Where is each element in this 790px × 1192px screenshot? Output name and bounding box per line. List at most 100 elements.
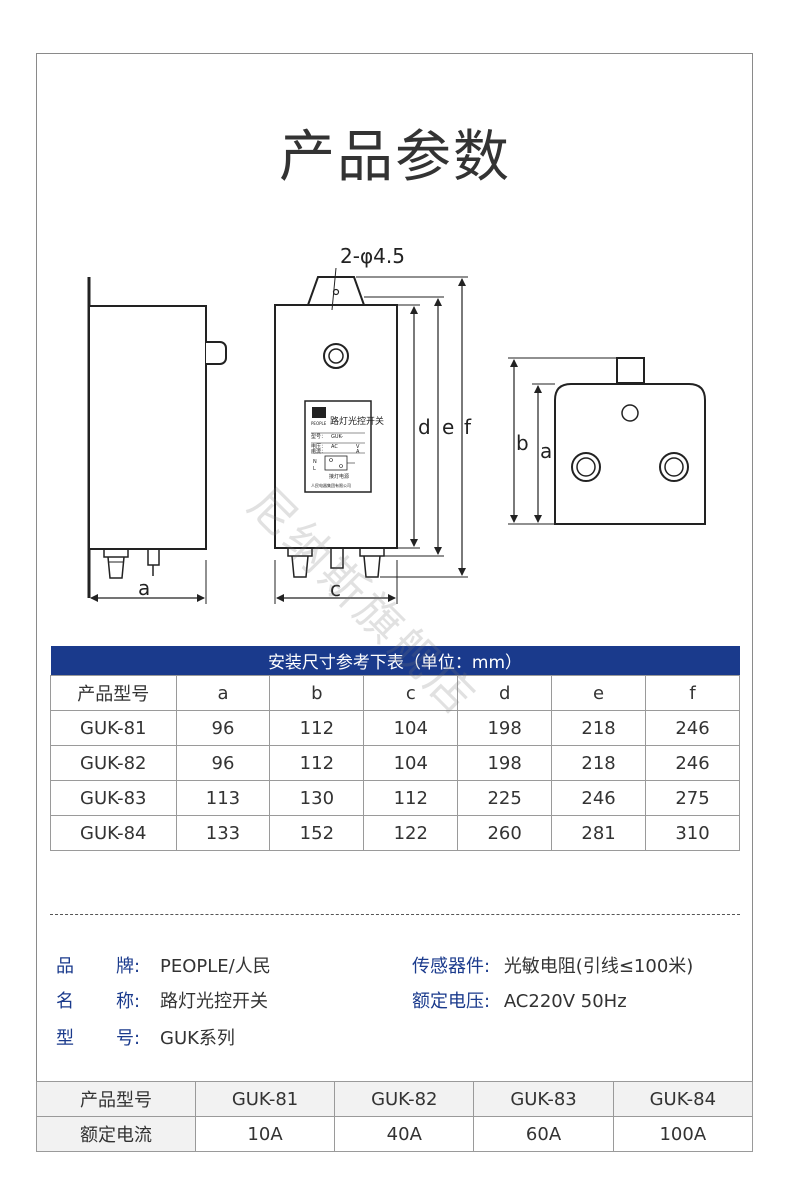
- plate-voltage: 电压：: [311, 443, 326, 450]
- table-cell: GUK-82: [50, 745, 177, 781]
- dim-label-c: c: [330, 577, 341, 601]
- table-row: GUK-83 113 130 112 225 246 275: [50, 780, 740, 816]
- spec-model-value: GUK系列: [160, 1028, 235, 1049]
- col-header: c: [363, 675, 459, 711]
- table-cell: 122: [363, 815, 459, 851]
- spec-brand-key1: 品: [56, 956, 74, 977]
- table-cell: 112: [269, 745, 365, 781]
- table-cell: GUK-84: [50, 815, 177, 851]
- plate-model: 型号：: [311, 433, 326, 440]
- table-cell: 198: [457, 710, 553, 746]
- table-row: GUK-84 133 152 122 260 281 310: [50, 815, 740, 851]
- spec-brand-key2: 牌:: [116, 956, 141, 977]
- table-cell: 281: [551, 815, 647, 851]
- plate-current: 电流：: [311, 448, 326, 455]
- table-cell: 113: [175, 780, 271, 816]
- plate-sensor: 接灯电源: [329, 473, 349, 480]
- table-cell: 40A: [334, 1116, 475, 1152]
- dim-label-f: f: [464, 415, 472, 439]
- table-cell: 100A: [612, 1116, 754, 1152]
- table-cell: 310: [645, 815, 740, 851]
- table-cell: GUK-84: [612, 1081, 754, 1117]
- table-cell: 275: [645, 780, 740, 816]
- table-cell: 260: [457, 815, 553, 851]
- spec-name-key2: 称:: [116, 991, 141, 1012]
- table-cell: 96: [175, 710, 271, 746]
- table-cell: 产品型号: [36, 1081, 196, 1117]
- table-cell: GUK-81: [194, 1081, 336, 1117]
- plate-current-unit: A: [356, 449, 360, 455]
- table-cell: 104: [363, 710, 459, 746]
- table-row: 额定电流 10A 40A 60A 100A: [36, 1116, 754, 1152]
- col-header: d: [457, 675, 553, 711]
- table-cell: 104: [363, 745, 459, 781]
- spec-voltage: 额定电压: AC220V 50Hz: [412, 987, 627, 1013]
- side-view: [87, 277, 227, 604]
- dim-label-a-side: a: [138, 576, 150, 600]
- table-cell: 246: [551, 780, 647, 816]
- table-cell: 246: [645, 710, 740, 746]
- spec-sensor: 传感器件: 光敏电阻(引线≤100米): [412, 952, 693, 978]
- spec-model: 型 号: GUK系列: [56, 1024, 235, 1050]
- table-cell: 246: [645, 745, 740, 781]
- front-view: [274, 267, 468, 604]
- plate-model-value: GUK-: [331, 434, 343, 440]
- col-header: 产品型号: [50, 675, 177, 711]
- table-cell: 112: [363, 780, 459, 816]
- table-cell: 152: [269, 815, 365, 851]
- table-row: GUK-81 96 112 104 198 218 246: [50, 710, 740, 746]
- spec-sensor-key: 传感器件:: [412, 956, 491, 977]
- plate-n: N: [313, 459, 317, 465]
- install-dimension-table: 安装尺寸参考下表（单位：mm） 产品型号 a b c d e f GUK-81 …: [50, 646, 740, 851]
- spec-name: 名 称: 路灯光控开关: [56, 987, 268, 1013]
- spec-model-key2: 号:: [116, 1028, 141, 1049]
- plate-maker: 人民电器集团有限公司: [311, 482, 351, 488]
- table-cell: 60A: [473, 1116, 614, 1152]
- table-row: GUK-82 96 112 104 198 218 246: [50, 745, 740, 781]
- plate-voltage-value: AC: [331, 444, 338, 450]
- spec-brand: 品 牌: PEOPLE/人民: [56, 952, 271, 978]
- dimension-drawing: a 2-φ4.5 PE: [87, 244, 706, 604]
- page-title: 产品参数: [279, 125, 511, 190]
- outer-frame: [36, 53, 753, 1152]
- spec-name-key1: 名: [56, 991, 74, 1012]
- table-cell: 96: [175, 745, 271, 781]
- dashed-divider: [50, 914, 740, 915]
- table-cell: 10A: [194, 1116, 336, 1152]
- plate-brand: PEOPLE: [311, 421, 327, 426]
- top-view: [508, 357, 706, 525]
- dim-table-banner: 安装尺寸参考下表（单位：mm）: [50, 646, 740, 676]
- col-header: e: [551, 675, 647, 711]
- hole-label: 2-φ4.5: [340, 244, 405, 268]
- table-row: 产品型号 GUK-81 GUK-82 GUK-83 GUK-84: [36, 1081, 754, 1117]
- dim-label-a-top: a: [540, 439, 552, 463]
- rated-current-table: 产品型号 GUK-81 GUK-82 GUK-83 GUK-84 额定电流 10…: [36, 1081, 754, 1152]
- col-header: f: [645, 675, 740, 711]
- spec-brand-value: PEOPLE/人民: [160, 956, 271, 977]
- col-header: a: [175, 675, 271, 711]
- dim-label-b: b: [516, 431, 529, 455]
- table-cell: 133: [175, 815, 271, 851]
- table-header-row: 产品型号 a b c d e f: [50, 675, 740, 711]
- table-cell: 225: [457, 780, 553, 816]
- plate-l: L: [313, 466, 316, 472]
- dim-label-e: e: [442, 415, 454, 439]
- table-cell: GUK-82: [334, 1081, 475, 1117]
- table-cell: 218: [551, 710, 647, 746]
- table-cell: 112: [269, 710, 365, 746]
- table-cell: GUK-83: [50, 780, 177, 816]
- table-cell: GUK-83: [473, 1081, 614, 1117]
- dim-label-d: d: [418, 415, 431, 439]
- table-cell: 额定电流: [36, 1116, 196, 1152]
- col-header: b: [269, 675, 365, 711]
- table-cell: 218: [551, 745, 647, 781]
- plate-title: 路灯光控开关: [330, 415, 384, 427]
- spec-name-value: 路灯光控开关: [160, 991, 268, 1012]
- plate-voltage-unit: V: [356, 444, 360, 450]
- spec-sensor-value: 光敏电阻(引线≤100米): [503, 956, 694, 977]
- spec-voltage-value: AC220V 50Hz: [503, 991, 627, 1012]
- table-cell: 130: [269, 780, 365, 816]
- table-cell: GUK-81: [50, 710, 177, 746]
- spec-model-key1: 型: [56, 1028, 74, 1049]
- table-cell: 198: [457, 745, 553, 781]
